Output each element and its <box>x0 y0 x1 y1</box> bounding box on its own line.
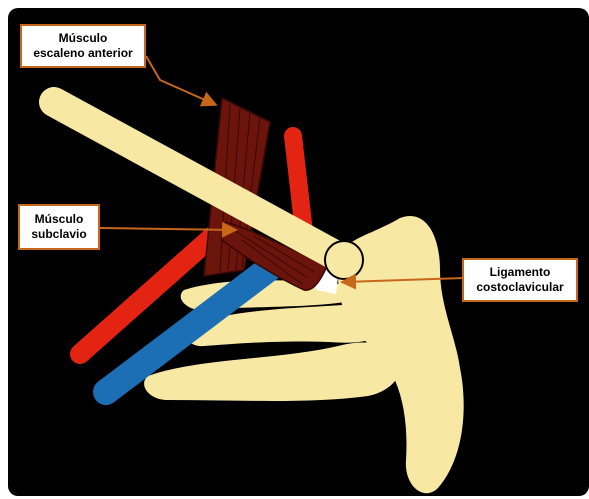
label-escaleno-line1: Músculo <box>59 31 108 46</box>
label-ligamento-costoclavicular: Ligamento costoclavicular <box>462 258 578 302</box>
anatomy-illustration <box>8 8 589 496</box>
label-escaleno-line2: escaleno anterior <box>33 46 132 61</box>
label-musculo-escaleno-anterior: Músculo escaleno anterior <box>20 24 146 68</box>
diagram-frame: Músculo escaleno anterior Músculo subcla… <box>8 8 589 496</box>
label-musculo-subclavio: Músculo subclavio <box>18 204 100 250</box>
label-subclavio-line1: Músculo <box>35 212 84 227</box>
label-ligamento-line2: costoclavicular <box>476 280 563 295</box>
label-ligamento-line1: Ligamento <box>490 265 551 280</box>
label-subclavio-line2: subclavio <box>31 227 86 242</box>
